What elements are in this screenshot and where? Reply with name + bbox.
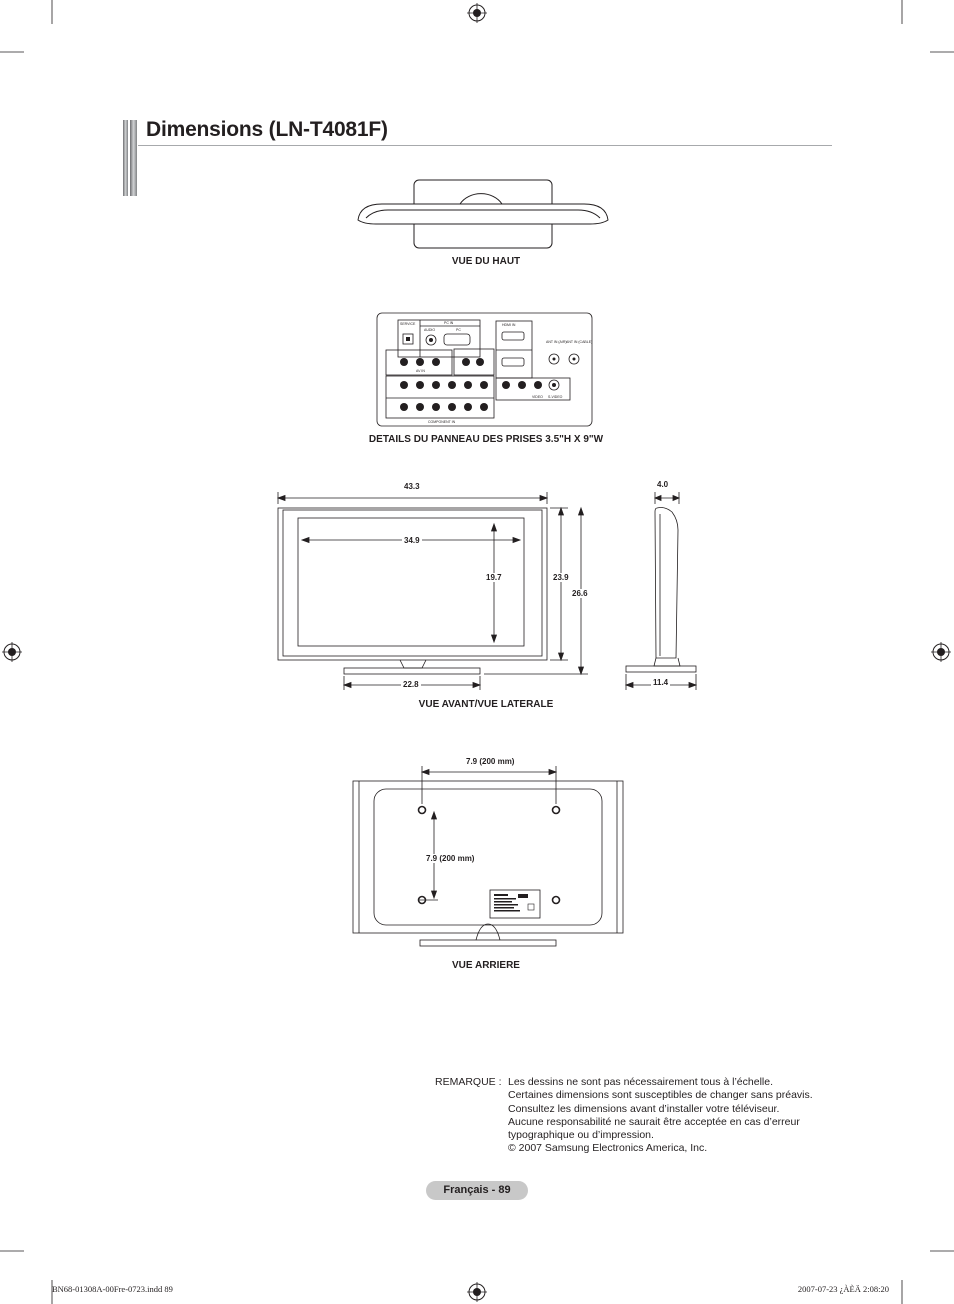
dimension-vesa-vertical: 7.9 (200 mm)	[424, 854, 477, 863]
registration-mark-icon	[931, 642, 951, 662]
page-number-badge: Français - 89	[426, 1181, 528, 1200]
registration-mark-icon	[467, 3, 487, 23]
dimension-total-height: 26.6	[570, 589, 590, 598]
dimension-screen-width: 34.9	[402, 536, 422, 545]
dimension-body-height: 23.9	[551, 573, 571, 582]
page-title: Dimensions (LN-T4081F)	[146, 118, 388, 141]
caption-jack-panel: DETAILS DU PANNEAU DES PRISES 3.5"H X 9"…	[368, 434, 604, 445]
remark-line: Certaines dimensions sont susceptibles d…	[508, 1089, 813, 1102]
remark-label: REMARQUE :	[435, 1076, 502, 1088]
dimension-vesa-horizontal: 7.9 (200 mm)	[464, 757, 517, 766]
panel-label-pc: PC	[456, 328, 461, 332]
rear-view-drawing	[352, 766, 624, 947]
panel-label-component-in: COMPONENT IN	[428, 420, 456, 424]
remark-lines: Les dessins ne sont pas nécessairement t…	[508, 1076, 838, 1156]
registration-mark-icon	[2, 642, 22, 662]
caption-rear-view: VUE ARRIERE	[452, 960, 520, 971]
jack-panel-drawing: SERVICE AUDIO PC IN PC HDMI IN ANT IN (A…	[376, 312, 593, 427]
registration-mark-icon	[467, 1282, 487, 1302]
caption-top-view: VUE DU HAUT	[451, 256, 521, 267]
caption-front-side-view: VUE AVANT/VUE LATERALE	[418, 699, 554, 710]
remark-line: Les dessins ne sont pas nécessairement t…	[508, 1076, 773, 1088]
title-rule	[138, 145, 832, 146]
footer-filename: BN68-01308A-00Fre-0723.indd 89	[52, 1284, 173, 1294]
panel-label-av-in: AV IN	[416, 369, 425, 373]
footer-timestamp: 2007-07-23 ¿ÀÈÄ 2:08:20	[797, 1284, 889, 1294]
panel-label-video: VIDEO	[532, 395, 543, 399]
panel-label-audio: AUDIO	[424, 328, 435, 332]
dimension-screen-height: 19.7	[484, 573, 504, 582]
panel-label-hdmi-in: HDMI IN	[502, 323, 516, 327]
dimension-overall-width: 43.3	[402, 482, 422, 491]
side-view-drawing	[624, 492, 698, 690]
top-view-drawing	[357, 179, 609, 249]
panel-label-pc-in: PC IN	[444, 321, 454, 325]
dimension-stand-width: 22.8	[401, 680, 421, 689]
front-view-drawing	[276, 492, 588, 690]
remark-line: typographique ou d’impression.	[508, 1129, 654, 1142]
remark-line: Consultez les dimensions avant d’install…	[508, 1102, 780, 1115]
dimension-stand-depth: 11.4	[651, 678, 671, 687]
panel-label-ant-air: ANT IN (AIR)	[546, 340, 567, 344]
panel-label-ant-cable: ANT IN (CABLE)	[566, 340, 592, 344]
remark-line: © 2007 Samsung Electronics America, Inc.	[508, 1142, 708, 1155]
dimension-depth: 4.0	[655, 480, 671, 489]
panel-label-service: SERVICE	[400, 322, 416, 326]
title-accent-bar	[123, 120, 137, 196]
remark-line: Aucune responsabilité ne saurait être ac…	[508, 1115, 800, 1128]
panel-label-s-video: S-VIDEO	[548, 395, 563, 399]
